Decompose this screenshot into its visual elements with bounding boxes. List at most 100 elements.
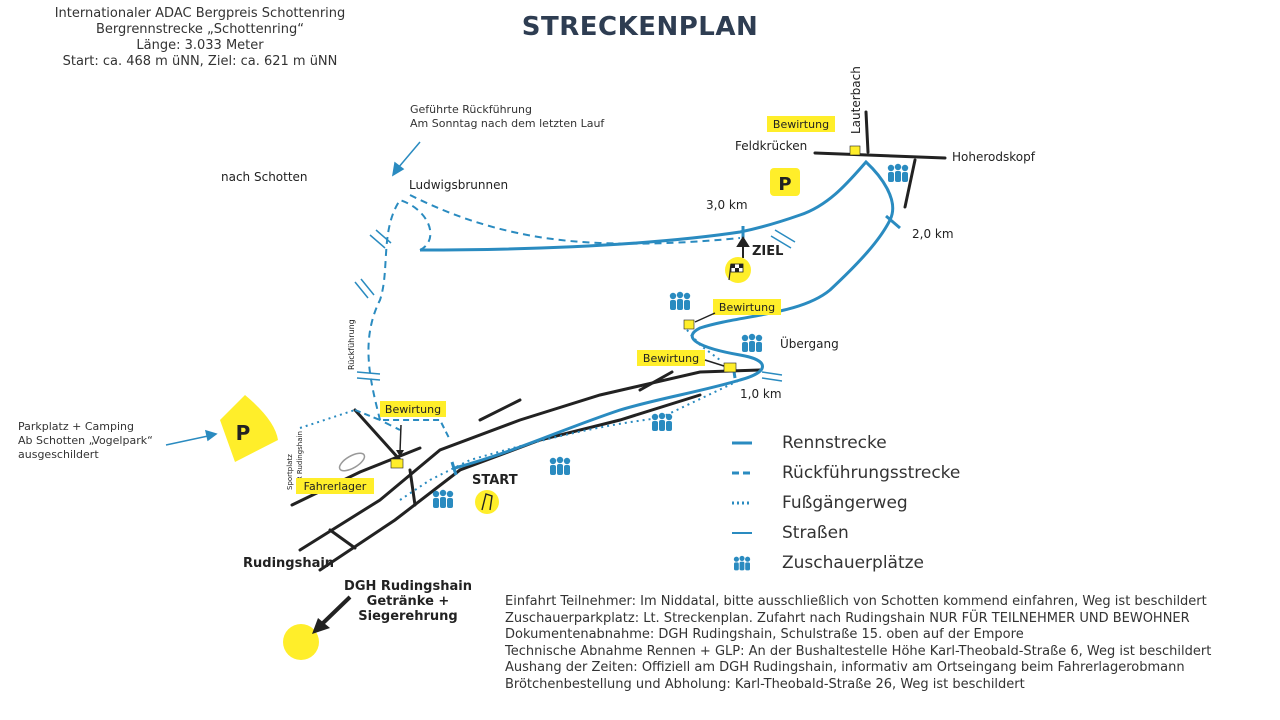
spectators-icon-mid: [549, 456, 571, 475]
info-block: Einfahrt Teilnehmer: Im Niddatal, bitte …: [505, 594, 1265, 693]
info-line: Zuschauerparkplatz: Lt. Streckenplan. Zu…: [505, 610, 1190, 626]
feldkruecken-label: Feldkrücken: [735, 139, 807, 153]
svg-text:Fahrerlager: Fahrerlager: [304, 480, 367, 493]
crossing-mark-5: [761, 371, 783, 382]
info-line: Einfahrt Teilnehmer: Im Niddatal, bitte …: [505, 594, 1207, 609]
legend-label: Rückführungsstrecke: [782, 463, 961, 483]
return-note-line2: Am Sonntag nach dem letzten Lauf: [410, 117, 605, 130]
km3-label: 3,0 km: [706, 198, 748, 212]
side-road-1: [478, 398, 522, 422]
finish-flag-icon: [725, 257, 751, 283]
footpath: [399, 379, 741, 501]
legend-item-strassen: Straßen: [730, 518, 960, 548]
svg-text:P: P: [236, 421, 251, 445]
start-label: START: [472, 473, 518, 488]
fahrerlager-sign: Fahrerlager: [296, 478, 374, 494]
dashed-line-icon: [730, 463, 770, 483]
svg-text:Bewirtung: Bewirtung: [773, 118, 829, 131]
crossing-mark-4: [770, 229, 796, 249]
thin-line-icon: [730, 523, 770, 543]
village-road-4: [328, 528, 357, 550]
dotted-line-icon: [730, 493, 770, 513]
event-title: Internationaler ADAC Bergpreis Schottenr…: [54, 6, 346, 21]
spectators-icon-uebergang: [741, 333, 763, 352]
lauterbach-road: [864, 110, 870, 154]
sportplatz-club-label: VFR Rudingshain: [296, 431, 304, 490]
parking-sign-top: P: [770, 168, 800, 196]
return-route-2: [409, 194, 741, 245]
dgh-arrow: [312, 595, 352, 634]
start-marker: [450, 461, 458, 476]
svg-text:Bewirtung: Bewirtung: [385, 403, 441, 416]
km1-label: 1,0 km: [740, 387, 782, 401]
hoherodskopf-road: [903, 158, 917, 209]
track-length: Länge: 3.033 Meter: [136, 38, 264, 53]
village-road-1: [290, 446, 422, 507]
start-icon: [475, 490, 499, 514]
bewirtung-sign-mid: Bewirtung: [683, 299, 781, 330]
sportplatz-label: Sportplatz: [286, 454, 294, 490]
ziel-label: ZIEL: [752, 244, 783, 259]
info-line: Dokumentenabnahme: DGH Rudingshain, Schu…: [505, 627, 1024, 642]
legend-item-rueckfuehrung: Rückführungsstrecke: [730, 458, 960, 488]
bewirtung-sign-lower: Bewirtung: [637, 350, 737, 373]
track-name: Bergrennstrecke „Schottenring“: [95, 22, 305, 37]
return-route: [367, 198, 432, 431]
feldkruecken-road: [813, 151, 947, 160]
legend-label: Straßen: [782, 523, 849, 543]
dgh-label-line3: Siegerehrung: [358, 609, 457, 624]
nach-schotten-label: nach Schotten: [221, 170, 308, 184]
parking-arrow: [165, 429, 218, 446]
dgh-label-line1: DGH Rudingshain: [344, 579, 472, 594]
svg-text:Bewirtung: Bewirtung: [719, 301, 775, 314]
km2-marker: [885, 214, 901, 230]
legend-item-fussgaengerweg: Fußgängerweg: [730, 488, 960, 518]
crossing-mark-2: [354, 278, 375, 299]
parking-note-line3: ausgeschildert: [18, 448, 99, 461]
parking-note-line1: Parkplatz + Camping: [18, 420, 134, 433]
uebergang-label: Übergang: [780, 335, 839, 351]
village-road-3: [408, 468, 417, 507]
km2-label: 2,0 km: [912, 227, 954, 241]
rudingshain-label: Rudingshain: [243, 556, 334, 571]
info-line: Aushang der Zeiten: Offiziell am DGH Rud…: [505, 660, 1185, 675]
map-legend: Rennstrecke Rückführungsstrecke Fußgänge…: [730, 428, 960, 578]
event-info: Internationaler ADAC Bergpreis Schottenr…: [30, 6, 370, 70]
legend-item-zuschauerplaetze: Zuschauerplätze: [730, 548, 960, 578]
svg-text:Bewirtung: Bewirtung: [643, 352, 699, 365]
dgh-label-line2: Getränke +: [367, 594, 450, 609]
parking-note: Parkplatz + Camping Ab Schotten „Vogelpa…: [18, 420, 178, 462]
info-line: Brötchenbestellung und Abholung: Karl-Th…: [505, 676, 1025, 692]
crossing-mark-1: [369, 229, 392, 249]
ziel-arrow: [736, 236, 750, 258]
return-note-line1: Geführte Rückführung: [410, 103, 533, 116]
footpath-2: [299, 409, 356, 429]
lauterbach-label: Lauterbach: [849, 66, 863, 134]
spectators-icon-hoherodskopf: [887, 163, 909, 182]
rueckfuehrung-label: Rückführung: [347, 319, 356, 370]
dgh-location-marker: [283, 624, 319, 660]
legend-label: Rennstrecke: [782, 433, 887, 453]
spectators-icon: [730, 553, 770, 573]
info-line: Technische Abnahme Rennen + GLP: An der …: [505, 643, 1212, 659]
return-route-note: Geführte Rückführung Am Sonntag nach dem…: [410, 103, 650, 131]
spectators-icon-km1: [651, 412, 673, 431]
return-route-3: [354, 409, 451, 441]
side-road-2: [638, 370, 674, 392]
legend-item-rennstrecke: Rennstrecke: [730, 428, 960, 458]
main-road: [298, 368, 762, 552]
bewirtung-sign-top: Bewirtung: [767, 116, 861, 156]
race-track: [419, 159, 895, 470]
footpath-3: [686, 329, 721, 361]
spectators-icon-start: [432, 489, 454, 508]
village-road-2: [353, 408, 402, 462]
legend-label: Zuschauerplätze: [782, 553, 925, 573]
return-note-arrow: [391, 141, 421, 177]
parking-sign-camping: P: [220, 395, 278, 462]
spectators-icon-bewirtung: [669, 291, 691, 310]
legend-label: Fußgängerweg: [782, 493, 908, 513]
ludwigsbrunnen-label: Ludwigsbrunnen: [409, 178, 508, 192]
page-title: STRECKENPLAN: [521, 12, 759, 42]
sportplatz-field: [338, 452, 366, 472]
track-elevation: Start: ca. 468 m üNN, Ziel: ca. 621 m üN…: [62, 54, 338, 69]
